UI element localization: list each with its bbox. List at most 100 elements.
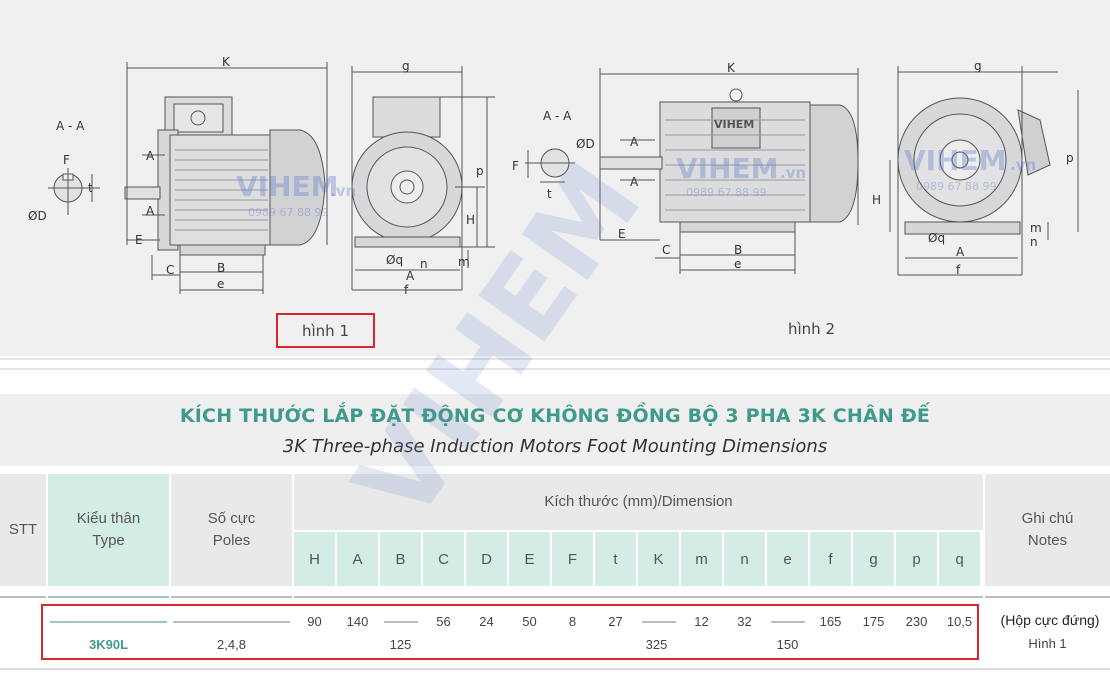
- label-H-fig2: H: [872, 193, 881, 207]
- value-K: 325: [645, 637, 668, 652]
- label-A-top-fig2: A: [630, 135, 639, 149]
- value-e: 150: [776, 637, 799, 652]
- column-header-F: F: [552, 532, 593, 586]
- column-header-f: f: [810, 532, 851, 586]
- motor-badge: VIHEM: [714, 118, 754, 131]
- label-A-end-fig1: A: [406, 269, 415, 283]
- label-g-fig1: g: [402, 59, 410, 73]
- row-rule: [682, 596, 722, 598]
- label-n-fig2: n: [1030, 235, 1038, 249]
- label-e-fig2: e: [734, 257, 741, 271]
- row-rule: [596, 596, 636, 598]
- watermark-fig3: VIHEM: [904, 144, 1007, 177]
- value-q: 10,5: [946, 614, 973, 629]
- row-note-line1: (Hộp cực đứng): [1000, 612, 1100, 628]
- label-g-fig2: g: [974, 59, 982, 73]
- label-D-fig1: ØD: [28, 209, 47, 223]
- row-rule: [171, 596, 292, 598]
- row-rule: [381, 596, 421, 598]
- value-D: 24: [479, 614, 494, 629]
- value-g: 175: [862, 614, 885, 629]
- column-header-E: E: [509, 532, 550, 586]
- row-rule: [985, 596, 1110, 598]
- label-C-fig2: C: [662, 243, 670, 257]
- technical-drawing-panel: K g A - A A A F t ØD E C B e p H Øq n m …: [0, 0, 1110, 356]
- label-m-fig1: m: [458, 255, 470, 269]
- label-AA-fig1: A - A: [56, 119, 85, 133]
- label-AA-fig2: A - A: [543, 109, 572, 123]
- label-f-fig2: f: [956, 263, 961, 277]
- header-poles: Số cực Poles: [171, 474, 292, 586]
- column-header-g: g: [853, 532, 894, 586]
- column-header-p: p: [896, 532, 937, 586]
- value-A: 140: [346, 614, 369, 629]
- column-header-m: m: [681, 532, 722, 586]
- row-rule: [173, 621, 290, 623]
- fig2-end-view: [889, 66, 1079, 276]
- value-p: 230: [905, 614, 928, 629]
- row-rule: [424, 596, 464, 598]
- row-rule: [294, 596, 983, 598]
- value-n: 32: [737, 614, 752, 629]
- label-A-end-fig2: A: [956, 245, 965, 259]
- header-notes-line2: Notes: [1027, 532, 1068, 549]
- label-p-fig2: p: [1066, 151, 1074, 165]
- label-f-fig1: f: [404, 283, 409, 297]
- row-rule: [639, 596, 679, 598]
- label-F-fig1: F: [63, 153, 70, 167]
- label-D-fig2: ØD: [576, 137, 595, 151]
- label-K-fig2: K: [727, 61, 736, 75]
- row-note-line2: Hình 1: [1028, 636, 1067, 651]
- fig2-section-aa: [525, 148, 575, 183]
- row-rule: [338, 596, 378, 598]
- header-poles-line1: Số cực: [207, 510, 256, 527]
- label-q-fig1: Øq: [386, 253, 403, 267]
- header-notes-line1: Ghi chú: [1021, 510, 1074, 527]
- column-header-q: q: [939, 532, 980, 586]
- label-H-fig1: H: [466, 213, 475, 227]
- row-rule: [854, 596, 894, 598]
- fig2-side-view: [599, 68, 859, 274]
- label-e-fig1: e: [217, 277, 224, 291]
- value-E: 50: [522, 614, 537, 629]
- fig1-section-aa: [48, 168, 100, 215]
- column-header-A: A: [337, 532, 378, 586]
- watermark-phone-fig1: 0989 67 88 99: [248, 206, 328, 219]
- header-type: Kiểu thân Type: [48, 474, 169, 586]
- row-rule: [768, 596, 808, 598]
- watermark-phone-fig3: 0989 67 88 99: [916, 180, 996, 193]
- watermark-fig1: VIHEM: [236, 170, 339, 203]
- row-rule: [467, 596, 507, 598]
- row-rule: [510, 596, 550, 598]
- label-q-fig2: Øq: [928, 231, 945, 245]
- value-B: 125: [389, 637, 412, 652]
- row-rule: [50, 621, 167, 623]
- page-title-vietnamese: KÍCH THƯỚC LẮP ĐẶT ĐỘNG CƠ KHÔNG ĐỒNG BỘ…: [179, 405, 931, 427]
- column-header-e: e: [767, 532, 808, 586]
- label-E-fig1: E: [135, 233, 143, 247]
- row-rule: [940, 596, 980, 598]
- column-header-t: t: [595, 532, 636, 586]
- label-A-top-fig1: A: [146, 149, 155, 163]
- row-type: 3K90L: [88, 637, 129, 652]
- row-rule: [384, 621, 418, 623]
- watermark-suffix-fig2: .vn: [780, 164, 806, 182]
- fig1-end-view: [351, 66, 495, 291]
- column-header-D: D: [466, 532, 507, 586]
- value-f: 165: [819, 614, 842, 629]
- row-rule: [811, 596, 851, 598]
- label-K-fig1: K: [222, 55, 231, 69]
- title-band: [0, 394, 1110, 466]
- label-t-fig2: t: [547, 187, 552, 201]
- label-m-fig2: m: [1030, 221, 1042, 235]
- label-n-fig1: n: [420, 257, 428, 271]
- label-F-fig2: F: [512, 159, 519, 173]
- row-rule: [771, 621, 805, 623]
- header-notes: Ghi chú Notes: [985, 474, 1110, 586]
- figure-2-caption: hình 2: [788, 320, 835, 338]
- row-rule: [48, 596, 169, 598]
- watermark-fig2: VIHEM: [676, 152, 779, 185]
- row-highlight-box: [41, 604, 979, 660]
- header-dimension: Kích thước (mm)/Dimension: [294, 474, 983, 530]
- divider: [0, 368, 1110, 370]
